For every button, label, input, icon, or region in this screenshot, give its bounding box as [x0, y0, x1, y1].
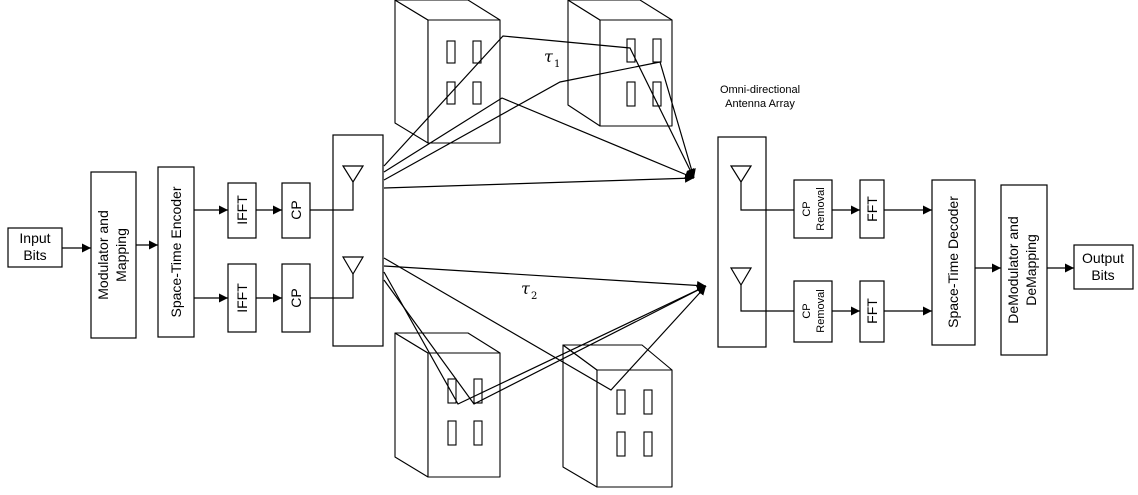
- antenna-icon: [310, 165, 365, 211]
- svg-text:Omni-directional: Omni-directional: [720, 84, 800, 96]
- building-window: [447, 378, 483, 446]
- svg-text:FFT: FFT: [864, 196, 880, 222]
- svg-text:Antenna Array: Antenna Array: [725, 98, 795, 110]
- svg-text:Removal: Removal: [815, 289, 827, 332]
- space-time-decoder-block: Space-Time Decoder: [931, 179, 976, 346]
- transmit-antenna-array: [310, 134, 384, 347]
- ifft-block-2: IFFT: [227, 263, 257, 333]
- svg-text:DeMapping: DeMapping: [1023, 234, 1039, 306]
- svg-text:CP: CP: [801, 303, 813, 318]
- cp-block-2: CP: [281, 263, 311, 333]
- svg-text:IFFT: IFFT: [234, 195, 250, 225]
- svg-text:1: 1: [554, 59, 560, 70]
- input-bits-block: Input Bits: [7, 227, 63, 268]
- receive-antenna-array: [717, 136, 794, 348]
- fft-block-1: FFT: [859, 179, 885, 239]
- antenna-array-caption: Omni-directional Antenna Array: [720, 84, 800, 110]
- svg-text:Input: Input: [19, 230, 50, 246]
- modulator-block: Modulator and Mapping: [90, 171, 137, 339]
- svg-text:2: 2: [531, 291, 537, 302]
- svg-text:Modulator and: Modulator and: [95, 210, 111, 300]
- svg-text:Space-Time Encoder: Space-Time Encoder: [168, 186, 184, 317]
- output-bits-block: Output Bits: [1073, 244, 1134, 290]
- svg-text:Output: Output: [1082, 250, 1124, 266]
- svg-text:τ: τ: [544, 47, 554, 66]
- building-top-right: [567, 0, 673, 127]
- building-top-left: [394, 0, 501, 144]
- svg-text:Mapping: Mapping: [113, 228, 129, 282]
- building-bottom-left: [394, 332, 501, 478]
- ifft-block-1: IFFT: [227, 182, 257, 239]
- svg-text:CP: CP: [288, 200, 304, 219]
- cp-removal-block-2: CP Removal: [793, 280, 833, 343]
- svg-text:Removal: Removal: [815, 187, 827, 230]
- fft-block-2: FFT: [859, 280, 885, 343]
- antenna-icon: [729, 165, 794, 211]
- svg-text:Bits: Bits: [1091, 267, 1114, 283]
- tau-2-label: τ 2: [521, 279, 537, 302]
- svg-text:FFT: FFT: [864, 298, 880, 324]
- svg-text:IFFT: IFFT: [234, 283, 250, 313]
- svg-text:DeModulator and: DeModulator and: [1005, 216, 1021, 323]
- antenna-icon: [310, 256, 365, 299]
- antenna-icon: [729, 267, 794, 312]
- svg-text:CP: CP: [801, 201, 813, 216]
- building-bottom-right: [562, 344, 673, 488]
- multipath-rays: [383, 35, 707, 405]
- demodulator-block: DeModulator and DeMapping: [1000, 184, 1048, 356]
- tau-1-label: τ 1: [544, 47, 560, 70]
- svg-text:τ: τ: [521, 279, 531, 298]
- svg-text:Bits: Bits: [23, 247, 46, 263]
- space-time-encoder-block: Space-Time Encoder: [157, 166, 195, 338]
- svg-text:Space-Time Decoder: Space-Time Decoder: [945, 196, 961, 328]
- svg-text:CP: CP: [288, 288, 304, 307]
- building-window: [616, 389, 653, 457]
- cp-block-1: CP: [281, 182, 311, 239]
- cp-removal-block-1: CP Removal: [793, 179, 833, 239]
